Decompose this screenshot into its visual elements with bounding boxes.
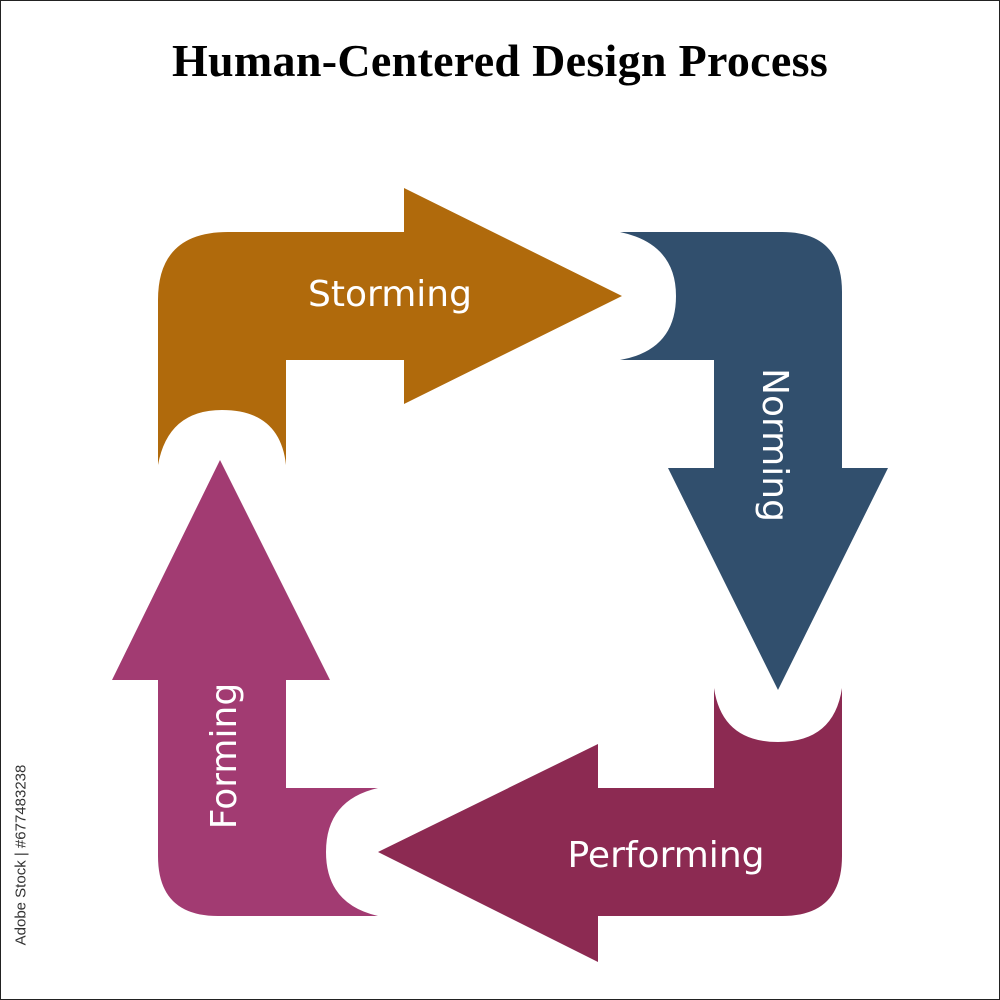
norming-arrow: Norming [620, 232, 888, 690]
storming-arrow-shape [158, 188, 622, 465]
storming-label: Storming [308, 274, 472, 315]
diagram-title: Human-Centered Design Process [171, 35, 829, 86]
forming-arrow: Forming [112, 460, 378, 916]
performing-label: Performing [568, 835, 765, 876]
forming-arrow-shape [112, 460, 378, 916]
performing-arrow: Performing [378, 688, 842, 962]
performing-arrow-shape [378, 688, 842, 962]
stock-id-watermark: Adobe Stock | #677483238 [6, 760, 36, 950]
norming-arrow-shape [620, 232, 888, 690]
norming-label: Norming [754, 368, 795, 522]
stock-id-text: Adobe Stock | #677483238 [12, 764, 30, 946]
storming-arrow: Storming [158, 188, 622, 465]
forming-label: Forming [204, 683, 245, 829]
